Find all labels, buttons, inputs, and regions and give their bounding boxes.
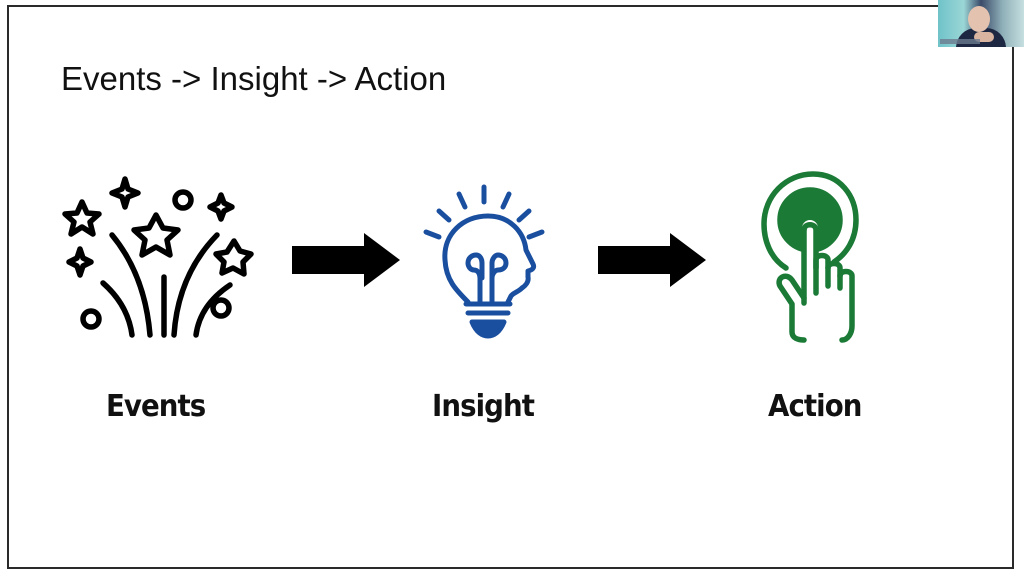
star-shape — [213, 238, 254, 277]
hand-tap-button-icon — [761, 171, 859, 343]
star-shape — [62, 199, 102, 237]
star-shape — [131, 212, 181, 258]
step-label-action: Action — [768, 389, 862, 424]
slide-title: Events -> Insight -> Action — [61, 60, 447, 97]
person-hands — [974, 32, 994, 42]
presentation-slide — [7, 5, 1014, 569]
person-head — [968, 6, 990, 32]
participant-name-tag — [940, 39, 980, 44]
step-label-events: Events — [106, 389, 206, 424]
circle-shape — [80, 308, 102, 330]
lightbulb-head-icon — [423, 184, 545, 339]
step-label-insight: Insight — [432, 389, 535, 424]
circle-shape — [210, 297, 232, 319]
fireworks-icon — [62, 176, 254, 338]
webcam-thumbnail[interactable] — [938, 0, 1024, 47]
sparkle-shape — [66, 246, 94, 278]
right-arrow-icon — [292, 233, 400, 287]
circle-shape — [172, 189, 194, 211]
sparkle-shape — [109, 176, 141, 210]
sparkle-shape — [207, 192, 235, 222]
right-arrow-icon — [598, 233, 706, 287]
